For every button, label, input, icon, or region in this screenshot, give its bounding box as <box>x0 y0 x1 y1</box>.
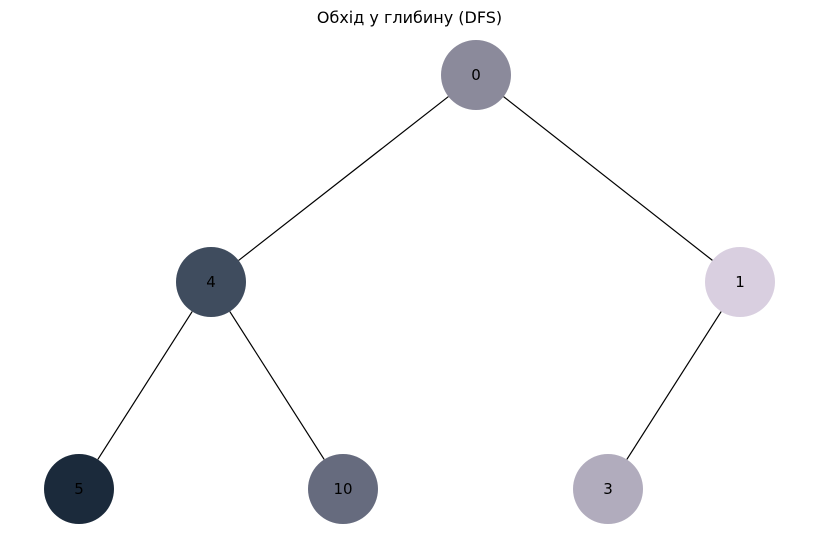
node-circle <box>176 247 246 317</box>
tree-node-3: 3 <box>573 454 643 524</box>
edge-0-4 <box>238 96 449 261</box>
node-label: 3 <box>603 480 613 498</box>
node-circle <box>308 454 378 524</box>
node-label: 4 <box>206 273 216 291</box>
edges-layer <box>97 96 722 460</box>
node-circle <box>441 40 511 110</box>
edge-1-3 <box>626 311 722 460</box>
node-circle <box>44 454 114 524</box>
tree-node-0: 0 <box>441 40 511 110</box>
tree-node-4: 4 <box>176 247 246 317</box>
node-label: 1 <box>735 273 745 291</box>
edge-0-1 <box>503 96 713 261</box>
node-label: 5 <box>74 480 84 498</box>
node-label: 0 <box>471 66 481 84</box>
edge-4-5 <box>97 311 193 460</box>
edge-4-10 <box>229 311 325 460</box>
tree-node-1: 1 <box>705 247 775 317</box>
tree-node-5: 5 <box>44 454 114 524</box>
diagram-title: Обхід у глибину (DFS) <box>316 8 503 27</box>
tree-node-10: 10 <box>308 454 378 524</box>
node-circle <box>705 247 775 317</box>
node-label: 10 <box>333 480 352 498</box>
nodes-layer: 0 4 1 5 10 3 <box>44 40 775 524</box>
node-circle <box>573 454 643 524</box>
